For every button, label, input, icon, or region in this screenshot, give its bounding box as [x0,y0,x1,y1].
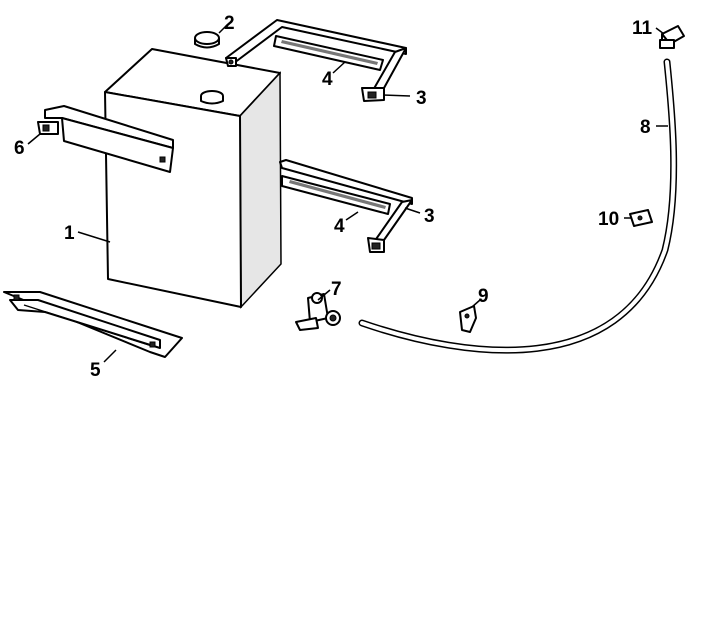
callout-5: 5 [90,360,101,381]
lower-rail [3,291,183,358]
leader-6 [27,133,41,145]
callout-11: 11 [632,18,653,39]
leader-3a [382,94,411,97]
upper-rail [37,105,174,173]
leader-11 [655,27,665,35]
callout-10: 10 [598,209,619,230]
elbow-fitting [659,25,685,49]
fuel-line [358,58,678,354]
leader-1 [77,231,111,243]
leader-3b [404,207,421,214]
callout-4b: 4 [334,216,345,237]
callout-3a: 3 [416,88,427,109]
lower-pad [281,175,391,215]
leader-4b [345,211,359,221]
line-clip [629,209,653,227]
lower-strap [279,159,413,253]
tank-cap [194,31,220,49]
callout-6: 6 [14,138,25,159]
leader-7 [317,289,331,301]
callout-7: 7 [331,279,342,300]
callout-8: 8 [640,117,651,138]
callout-1: 1 [64,223,75,244]
upper-pad [273,35,384,71]
callout-2: 2 [224,13,235,34]
upper-strap [225,19,407,102]
leader-5 [103,349,117,363]
leader-4a [332,61,346,74]
fuel-tank [104,48,282,309]
leader-9 [471,299,481,308]
fuel-valve [295,292,341,331]
callout-4a: 4 [322,69,333,90]
callout-9: 9 [478,286,489,307]
leader-2 [218,24,228,34]
line-clamp [459,305,477,333]
callout-3b: 3 [424,206,435,227]
